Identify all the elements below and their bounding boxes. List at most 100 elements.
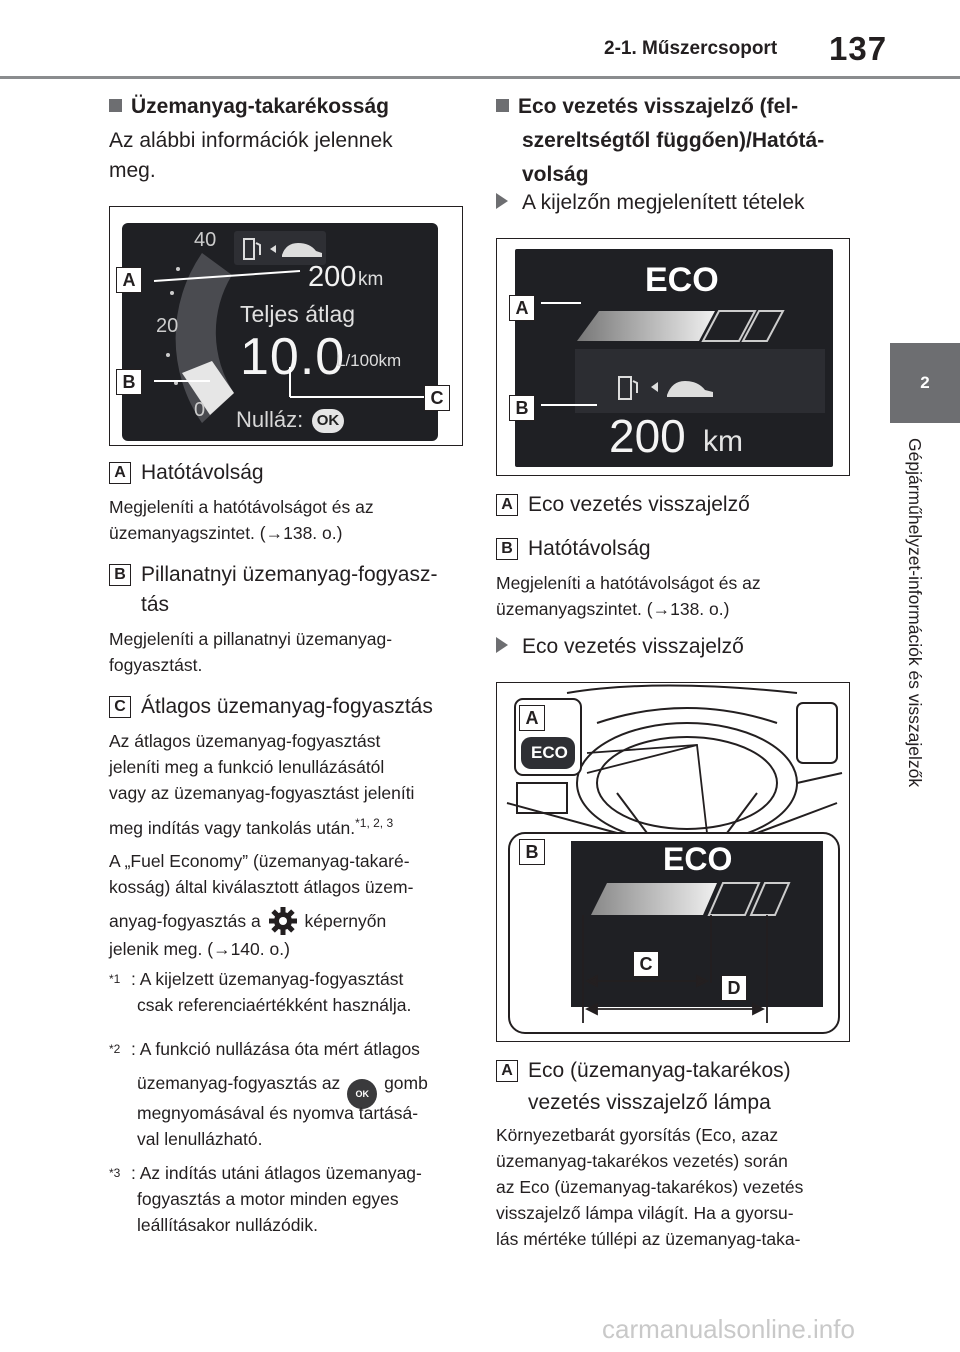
desc-line-text: képernyőn xyxy=(304,911,387,931)
item-c-desc2: A „Fuel Economy” (üzemanyag-takaré- koss… xyxy=(109,848,459,962)
cockpit-illustration xyxy=(506,684,843,1034)
footnote-line-text: gomb xyxy=(384,1073,428,1093)
item-b-desc: Megjeleníti a pillanatnyi üzemanyag-fogy… xyxy=(109,629,393,675)
intro-text: Az alábbi információk jelennek meg. xyxy=(109,129,393,182)
chapter-side-title: Gépjárműhelyzet-információk és visszajel… xyxy=(880,438,960,858)
chapter-number: 2 xyxy=(920,373,930,392)
heading-text: Eco vezetés visszajelző (fel- xyxy=(518,95,799,118)
desc-line: Az átlagos üzemanyag-fogyasztást xyxy=(109,731,381,751)
average-unit: L/100km xyxy=(336,351,402,370)
desc-line: jeleníti meg a funkció lenullázásától xyxy=(109,757,385,777)
chapter-tab: 2 xyxy=(890,343,960,423)
gear-icon xyxy=(268,907,297,935)
callout-tag-c: C xyxy=(633,951,659,977)
item-b-title-text: Pillanatnyi üzemanyag-fogyasz- xyxy=(141,563,438,586)
item-a-desc: Megjeleníti a hatótávolságot és az üzema… xyxy=(109,497,374,543)
label-a-icon: A xyxy=(496,1060,518,1082)
reset-label: Nulláz: xyxy=(236,407,304,432)
callout-tag-d: D xyxy=(721,975,747,1001)
footnote-ref: *1, 2, 3 xyxy=(355,816,394,830)
header-rule xyxy=(0,76,960,79)
footnote-line-text: üzemanyag-fogyasztás az xyxy=(137,1073,341,1093)
eco-label: ECO xyxy=(645,261,719,299)
para-line: üzemanyag-takarékos vezetés) során xyxy=(496,1151,788,1171)
desc-line: Megjeleníti a hatótávolságot és az xyxy=(496,573,761,593)
footnote-line: leállításakor nullázódik. xyxy=(137,1215,318,1235)
callout-tag-a: A xyxy=(509,295,535,321)
para-line: lás mértéke túllépi az üzemanyag-taka- xyxy=(496,1229,801,1249)
footnote-2: *2 : A funkció nullázása óta mért átlago… xyxy=(109,1036,459,1152)
section-title: 2-1. Műszercsoport xyxy=(604,38,778,59)
callout-lines xyxy=(541,302,597,406)
eco-lamp-item-cont: vezetés visszajelző lámpa xyxy=(528,1091,771,1114)
eco-item-b-text: Hatótávolság xyxy=(528,537,651,560)
footnote-3: *3 : Az indítás utáni átlagos üzemanyag-… xyxy=(109,1160,459,1238)
desc-line-text: anyag-fogyasztás a xyxy=(109,911,261,931)
sub-heading-text: A kijelzőn megjelenített tételek xyxy=(522,191,805,214)
heading-text: Üzemanyag-takarékosság xyxy=(131,95,389,118)
callout-tag-a: A xyxy=(116,267,142,293)
label-b-icon: B xyxy=(496,538,518,560)
average-label: Teljes átlag xyxy=(240,301,356,327)
eco-item-b-desc: Megjeleníti a hatótávolságot és az üzema… xyxy=(496,570,846,622)
eco-lamp-big: ECO xyxy=(663,841,733,877)
eco-lamp-title-text: Eco (üzemanyag-takarékos) xyxy=(528,1059,791,1082)
sub-heading-eco-indicator: Eco vezetés visszajelző xyxy=(496,632,744,662)
triangle-bullet-icon xyxy=(496,637,508,653)
page-number: 137 xyxy=(829,30,888,67)
desc-line: üzemanyagszintet. (→138. o.) xyxy=(496,599,730,619)
footnote-line: : Az indítás utáni átlagos üzemanyag- xyxy=(131,1163,422,1183)
ok-button-icon: OK xyxy=(347,1079,378,1109)
eco-paragraph: Környezetbarát gyorsítás (Eco, azaz üzem… xyxy=(496,1122,856,1252)
footnote-line: megnyomásával és nyomva tartásá- xyxy=(137,1103,419,1123)
footnote-body: : A kijelzett üzemanyag-fogyasztást xyxy=(103,966,459,992)
footnote-line: csak referenciaértékként használja. xyxy=(137,995,412,1015)
footnote-line: fogyasztás a motor minden egyes xyxy=(137,1189,399,1209)
footnote-line: : A funkció nullázása óta mért átlagos xyxy=(131,1039,420,1059)
desc-line: jelenik meg. (→140. o.) xyxy=(109,939,290,959)
footnote-mark: *2 xyxy=(109,1042,121,1056)
item-b-title: B Pillanatnyi üzemanyag-fogyasz- xyxy=(109,560,437,590)
desc-line: A „Fuel Economy” (üzemanyag-takaré- xyxy=(109,851,410,871)
display-screen: ECO 200 km xyxy=(515,249,833,467)
footnote-1: *1 : A kijelzett üzemanyag-fogyasztást c… xyxy=(109,966,459,1018)
callout-tag-b: B xyxy=(509,395,535,421)
eco-display-figure: ECO 200 km A B xyxy=(496,238,850,476)
footnote-row: *2 : A funkció nullázása óta mért átlago… xyxy=(109,1036,459,1152)
footnote-line: val lenullázható. xyxy=(137,1129,263,1149)
callout-tag-c: C xyxy=(424,385,450,411)
heading-line: volság xyxy=(522,163,589,186)
eco-lamp-figure: ECO ECO A B C D xyxy=(496,682,850,1042)
triangle-bullet-icon xyxy=(496,193,508,209)
range-value: 200 xyxy=(308,261,357,293)
watermark: carmanualsonline.info xyxy=(602,1314,855,1344)
item-c-title-text: Átlagos üzemanyag-fogyasztás xyxy=(141,695,433,718)
square-bullet-icon xyxy=(109,99,122,112)
desc-line: meg indítás vagy tankolás után.*1, 2, 3 xyxy=(109,810,459,841)
desc-line: vagy az üzemanyag-fogyasztást jeleníti xyxy=(109,783,415,803)
para-line: az Eco (üzemanyag-takarékos) vezetés xyxy=(496,1177,804,1197)
label-a-icon: A xyxy=(109,462,131,484)
footnote-mark: *3 xyxy=(109,1166,121,1180)
label-b-icon: B xyxy=(109,564,131,586)
eco-lamp-small: ECO xyxy=(531,743,568,762)
desc-line: anyag-fogyasztás a képernyőn xyxy=(109,906,459,936)
dial-label-40: 40 xyxy=(194,229,217,251)
heading-line: szereltségtől függően)/Hatótá- xyxy=(522,129,825,152)
footnote-mark: *1 xyxy=(109,972,121,986)
eco-item-b: B Hatótávolság xyxy=(496,534,651,564)
fuel-economy-figure: 40 20 0 200 km Teljes átlag 10.0 L/100km… xyxy=(109,206,463,446)
para-line: Környezetbarát gyorsítás (Eco, azaz xyxy=(496,1125,779,1145)
desc-line: kosság) által kiválasztott átlagos üzem- xyxy=(109,877,414,897)
eco-bar-graphic xyxy=(575,310,825,413)
square-bullet-icon xyxy=(496,99,509,112)
item-a-title-text: Hatótávolság xyxy=(141,461,264,484)
range-unit: km xyxy=(358,269,384,290)
sub-heading-display-items: A kijelzőn megjelenített tételek xyxy=(496,188,805,218)
label-a-icon: A xyxy=(496,494,518,516)
label-c-icon: C xyxy=(109,696,131,718)
ok-button-icon: OK xyxy=(312,409,344,433)
callout-tag-b: B xyxy=(116,369,142,395)
sub-heading-text: Eco vezetés visszajelző xyxy=(522,635,744,658)
